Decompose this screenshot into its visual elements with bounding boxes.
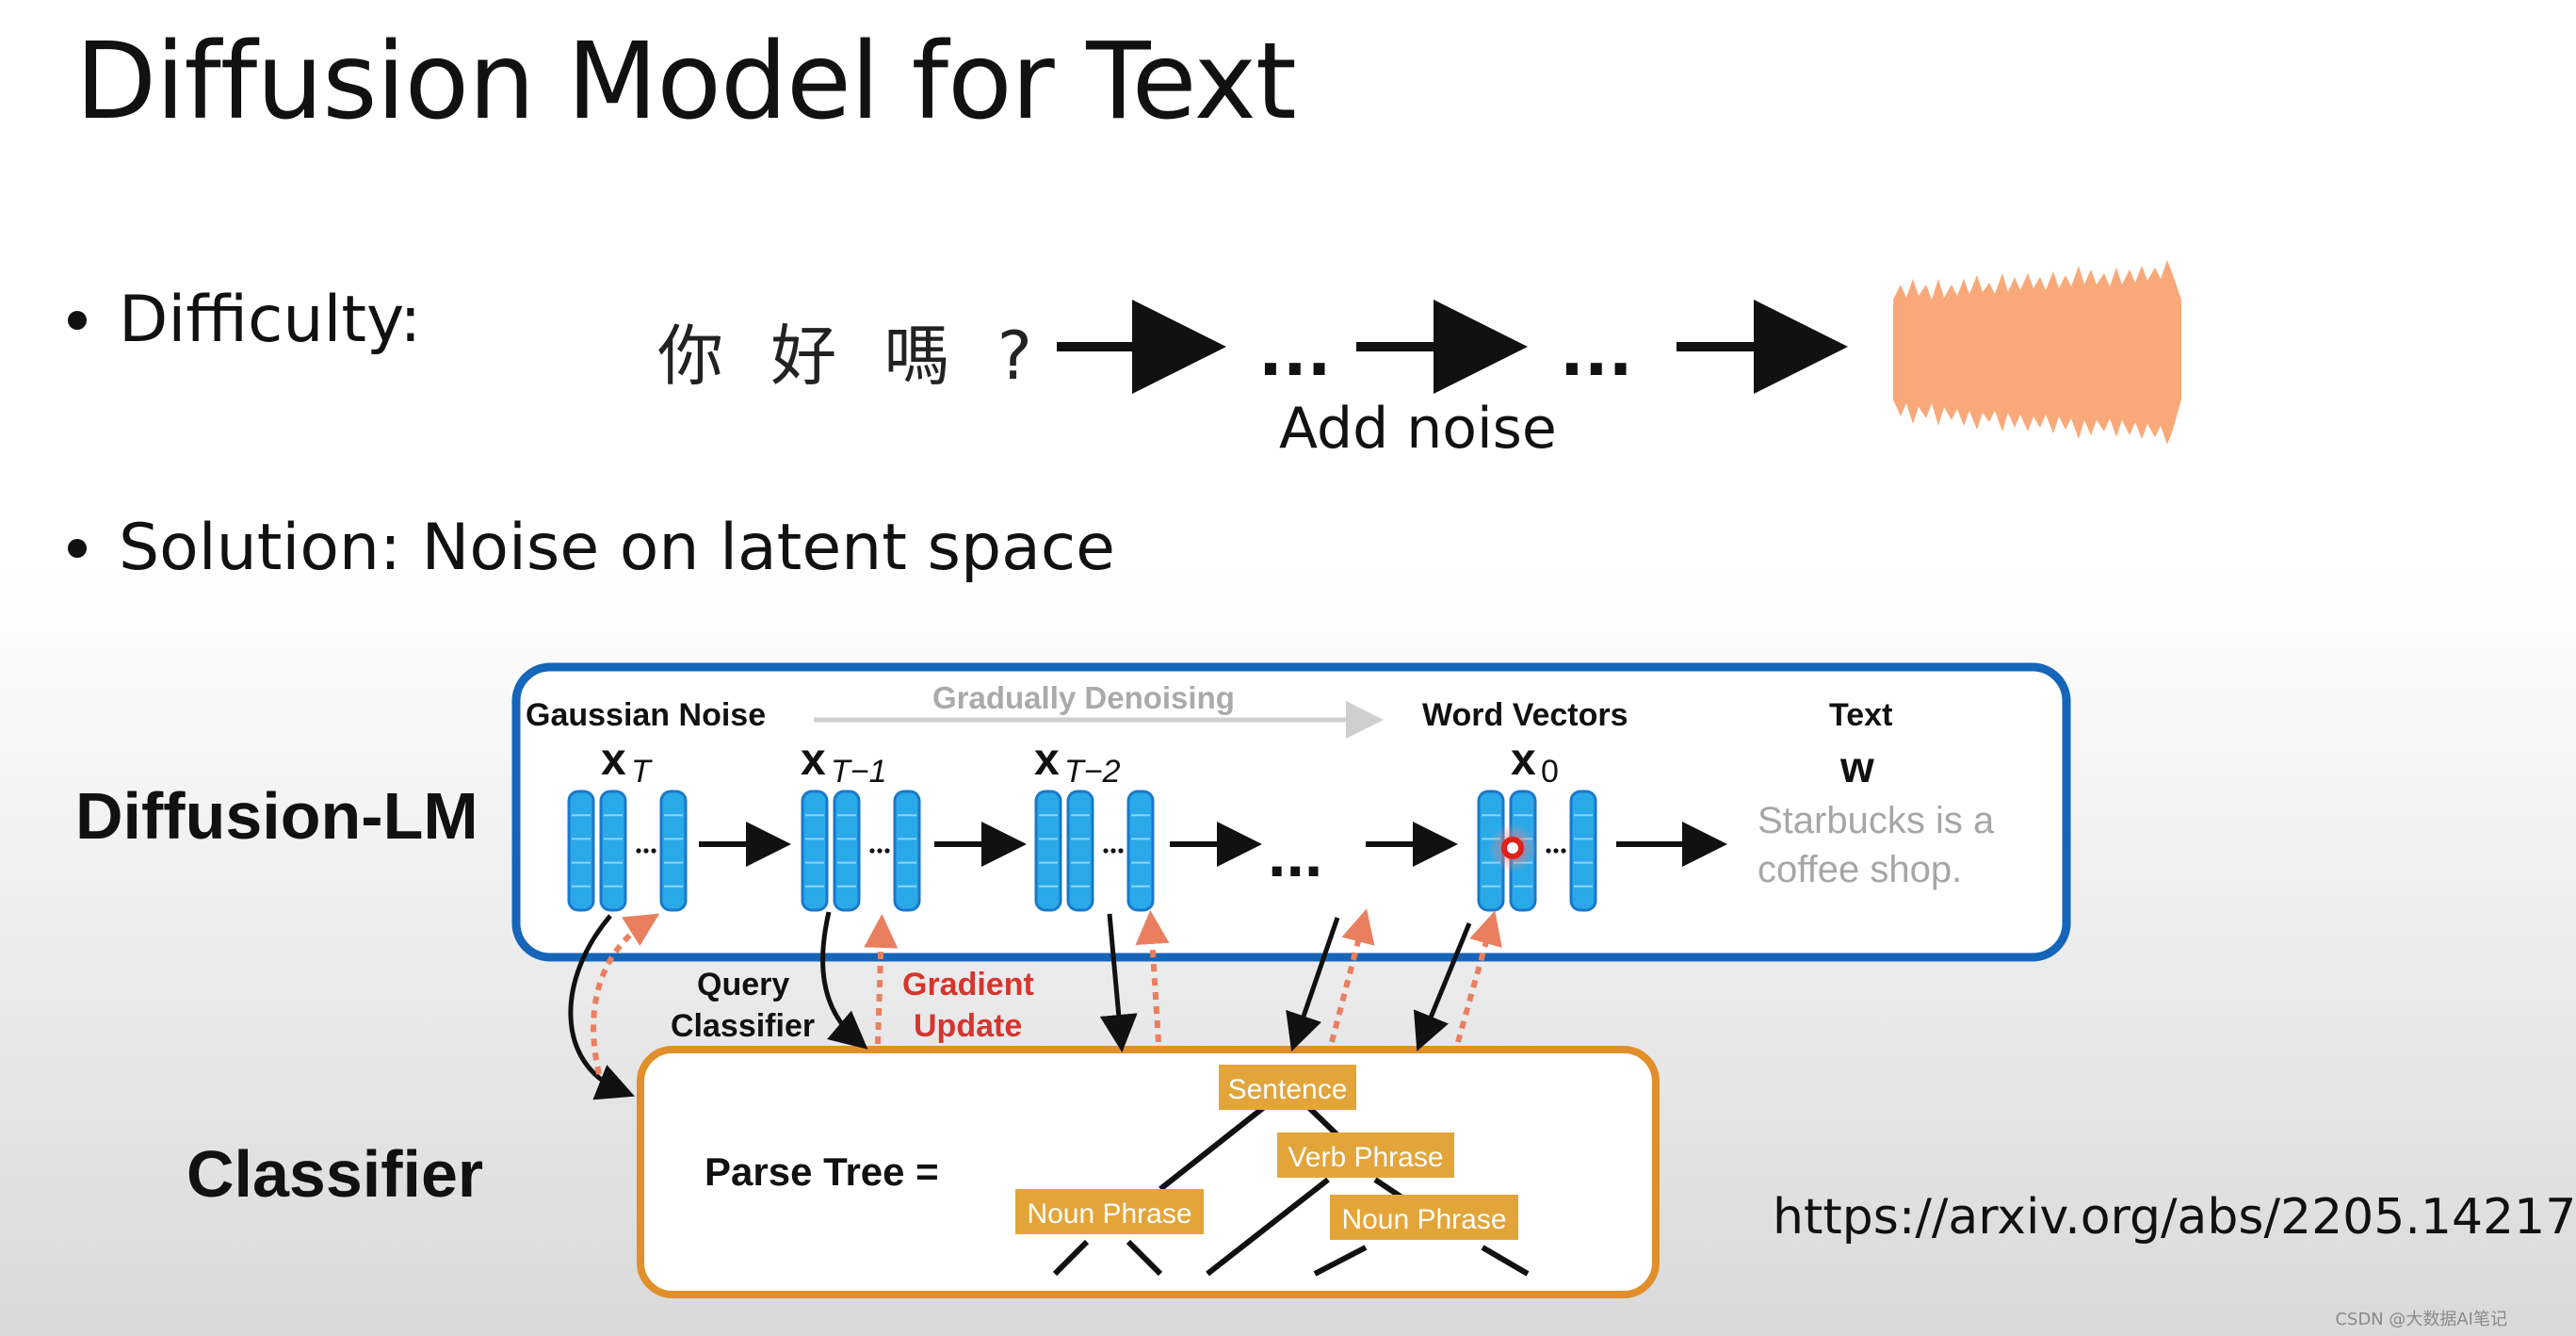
slide-title: Diffusion Model for Text xyxy=(75,21,1297,143)
gradient-arrow-2 xyxy=(864,914,899,1045)
word-vectors-header: Word Vectors xyxy=(1422,697,1628,733)
gradient-arrow-5 xyxy=(1455,910,1502,1043)
tree-edge xyxy=(1313,1245,1368,1277)
vector-ellipsis-dot xyxy=(1103,848,1109,854)
node-sentence: Sentence xyxy=(1219,1065,1356,1110)
vector-column xyxy=(599,790,627,912)
vector-ellipsis-dot xyxy=(869,848,875,854)
gradient-arrow-3 xyxy=(1135,910,1170,1043)
vector-ellipsis-dot xyxy=(1110,848,1116,854)
gradually-denoising-label: Gradually Denoising xyxy=(932,680,1235,715)
vector-ellipsis-dot xyxy=(1546,848,1551,854)
output-text-line-2: coffee shop. xyxy=(1758,849,1962,890)
x-0-label: x 0 xyxy=(1511,735,1559,790)
x-T-minus-2-label: x T−2 xyxy=(1034,735,1121,790)
svg-text:T−2: T−2 xyxy=(1064,754,1121,790)
vector-ellipsis-dot xyxy=(884,848,890,854)
vector-ellipsis-dot xyxy=(643,848,649,854)
tree-edge xyxy=(1481,1245,1530,1277)
vector-ellipsis-dot xyxy=(636,848,641,854)
noise-blob xyxy=(1893,260,2181,445)
tree-edge xyxy=(1052,1239,1090,1277)
vector-ellipsis-dot xyxy=(1118,848,1124,854)
x-T-label: x T xyxy=(601,735,653,790)
solution-label: Solution: Noise on latent space xyxy=(119,511,1116,585)
node-noun-phrase-1: Noun Phrase xyxy=(1015,1189,1204,1234)
solution-bullet: Solution: Noise on latent space xyxy=(68,511,1115,585)
query-arrow-4 xyxy=(1286,917,1340,1052)
svg-text:x: x xyxy=(1511,735,1536,785)
svg-text:Noun Phrase: Noun Phrase xyxy=(1341,1204,1506,1235)
node-verb-phrase: Verb Phrase xyxy=(1277,1132,1454,1178)
vector-column xyxy=(659,790,688,912)
parse-tree-label: Parse Tree = xyxy=(705,1149,939,1194)
svg-text:x: x xyxy=(801,735,826,785)
tree-edge xyxy=(1126,1239,1163,1277)
text-header: Text xyxy=(1829,697,1892,733)
query-label-2: Classifier xyxy=(671,1008,815,1044)
gradient-label-1: Gradient xyxy=(902,967,1034,1002)
svg-text:Noun Phrase: Noun Phrase xyxy=(1027,1198,1191,1230)
vector-column xyxy=(1569,790,1597,912)
vector-column xyxy=(801,790,829,912)
watermark: CSDN @大数据AI笔记 xyxy=(2335,1310,2507,1329)
chinese-sentence: 你 好 嗎 ? xyxy=(657,318,1045,395)
bullet-dot xyxy=(68,538,87,558)
vector-column xyxy=(567,790,595,912)
svg-text:x: x xyxy=(601,735,626,785)
svg-text:T: T xyxy=(631,754,653,790)
classifier-label: Classifier xyxy=(186,1137,484,1211)
noise-process-graphic xyxy=(1057,260,2181,445)
query-arrow-3 xyxy=(1099,913,1138,1052)
vector-group xyxy=(567,790,688,912)
node-noun-phrase-2: Noun Phrase xyxy=(1330,1195,1518,1240)
step-dots: ... xyxy=(1268,817,1322,890)
gradient-arrow-4 xyxy=(1329,908,1375,1043)
vector-ellipsis-dot xyxy=(1553,848,1559,854)
svg-text:x: x xyxy=(1034,735,1060,785)
vector-group xyxy=(1034,790,1155,912)
svg-text:T−1: T−1 xyxy=(831,754,887,790)
vector-group xyxy=(801,790,921,912)
bullet-dot xyxy=(68,310,87,330)
vector-column xyxy=(893,790,921,912)
ellipsis-2: ... xyxy=(1560,317,1633,391)
difficulty-bullet: Difficulty: xyxy=(68,283,421,357)
gaussian-noise-header: Gaussian Noise xyxy=(526,697,766,733)
tree-edge xyxy=(1158,1101,1270,1192)
query-label-1: Query xyxy=(697,967,789,1002)
diffusion-lm-label: Diffusion-LM xyxy=(75,779,478,853)
svg-text:Sentence: Sentence xyxy=(1228,1074,1348,1105)
gradient-arrow-1 xyxy=(591,913,660,1075)
query-arrow-2 xyxy=(820,911,868,1050)
difficulty-label: Difficulty: xyxy=(119,283,422,357)
vector-column xyxy=(1126,790,1155,912)
vector-groups xyxy=(567,790,1597,912)
ellipsis-1: ... xyxy=(1258,317,1332,391)
tree-edge xyxy=(1206,1177,1330,1277)
w-label: w xyxy=(1839,742,1874,791)
vector-column xyxy=(1066,790,1094,912)
vector-ellipsis-dot xyxy=(1561,848,1566,854)
output-text-line-1: Starbucks is a xyxy=(1758,800,1995,841)
add-noise-label: Add noise xyxy=(1279,396,1557,462)
vector-ellipsis-dot xyxy=(651,848,656,854)
query-arrow-1 xyxy=(568,914,635,1100)
svg-text:0: 0 xyxy=(1541,754,1559,790)
vector-column xyxy=(1034,790,1062,912)
gradient-label-2: Update xyxy=(914,1008,1022,1044)
vector-ellipsis-dot xyxy=(877,848,883,854)
query-arrow-5 xyxy=(1413,922,1472,1051)
vector-column xyxy=(833,790,861,912)
x-T-minus-1-label: x T−1 xyxy=(801,735,887,790)
paper-url[interactable]: https://arxiv.org/abs/2205.14217 xyxy=(1773,1189,2576,1246)
diffusion-lm-diagram: Gaussian Noise Gradually Denoising Word … xyxy=(511,662,2071,1298)
svg-text:Verb Phrase: Verb Phrase xyxy=(1288,1142,1443,1173)
noise-point xyxy=(1501,837,1524,859)
